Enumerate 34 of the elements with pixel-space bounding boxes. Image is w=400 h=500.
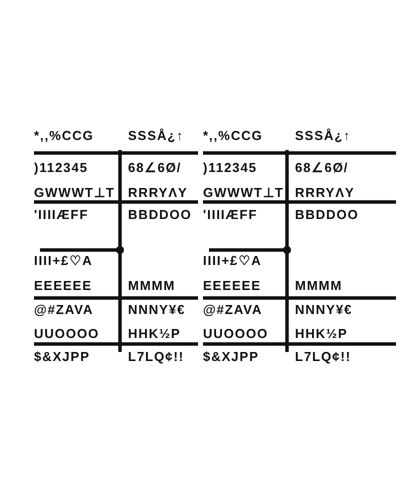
letter-row: IIII+£♡A: [203, 253, 262, 268]
letter-row: RRRYΛY: [128, 185, 188, 200]
letter-row: L7LQ¢!!: [128, 349, 184, 364]
letter-row: GWWWT⊥T: [203, 185, 284, 200]
letter-row: 'IIIIÆFF: [203, 207, 258, 222]
letter-row: SSSÅ¿↑: [295, 128, 351, 143]
letter-row: GWWWT⊥T: [34, 185, 115, 200]
letter-row: NNNY¥€: [128, 302, 186, 317]
letter-row: IIII+£♡A: [34, 253, 93, 268]
letter-row: HHK½P: [128, 326, 181, 341]
letter-row: 68∠6Ø/: [295, 160, 348, 175]
letter-row: SSSÅ¿↑: [128, 128, 184, 143]
letter-row: BBDDOO: [295, 207, 359, 222]
letter-row: EEEEEE: [34, 278, 92, 293]
letter-row: $&XJPP: [203, 349, 259, 364]
letter-row: UUOOOO: [34, 326, 100, 341]
letter-row: NNNY¥€: [295, 302, 352, 317]
letter-row: @#ZAVA: [34, 302, 94, 317]
letter-row: L7LQ¢!!: [295, 349, 352, 364]
letter-row: *,,%CCG: [203, 128, 263, 143]
letter-row: )112345: [34, 160, 88, 175]
letter-row: 'IIIIÆFF: [34, 207, 88, 222]
letter-row: 68∠6Ø/: [128, 160, 182, 175]
letter-row: *,,%CCG: [34, 128, 94, 143]
letter-row: MMMM: [128, 278, 176, 293]
letter-row: EEEEEE: [203, 278, 262, 293]
letter-row: )112345: [203, 160, 257, 175]
letter-row: BBDDOO: [128, 207, 192, 222]
letter-row: UUOOOO: [203, 326, 268, 341]
letter-row: HHK½P: [295, 326, 348, 341]
letter-row: $&XJPP: [34, 349, 90, 364]
letter-row: RRRYΛY: [295, 185, 355, 200]
letter-row: @#ZAVA: [203, 302, 262, 317]
letter-row: MMMM: [295, 278, 342, 293]
